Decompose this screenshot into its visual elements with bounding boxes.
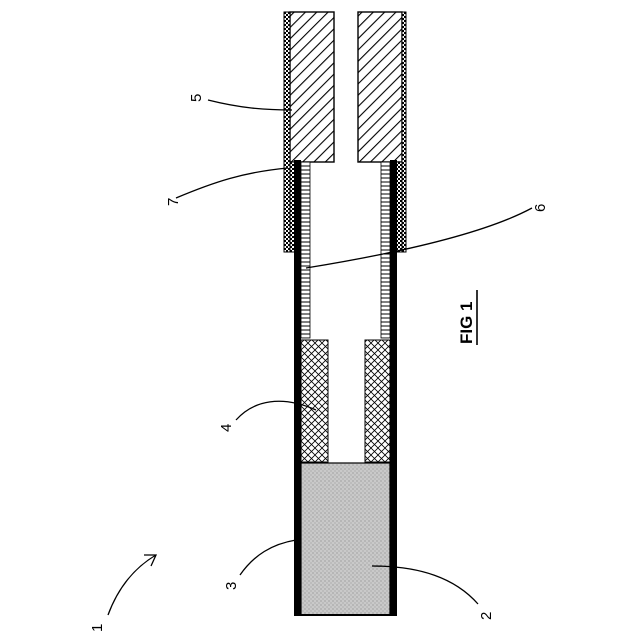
callout-5: 5 [188,94,205,102]
callout-2: 2 [478,612,495,620]
component-6-inner-liner [301,162,390,338]
component-5-mouthpiece [290,12,402,162]
leader-1-arrow [108,555,156,615]
component-2-fill [301,463,390,615]
callout-7: 7 [165,198,182,206]
callout-6: 6 [532,204,549,212]
callout-1: 1 [89,624,106,632]
leader-6 [306,208,532,268]
leader-3 [240,540,296,575]
figure-label: FIG 1 [457,301,476,344]
callout-4: 4 [218,424,235,432]
figure-label-group: FIG 1 [457,290,477,345]
leader-7 [176,168,288,198]
leader-5 [208,100,292,110]
callout-3: 3 [223,582,240,590]
component-4-filter [301,340,390,462]
